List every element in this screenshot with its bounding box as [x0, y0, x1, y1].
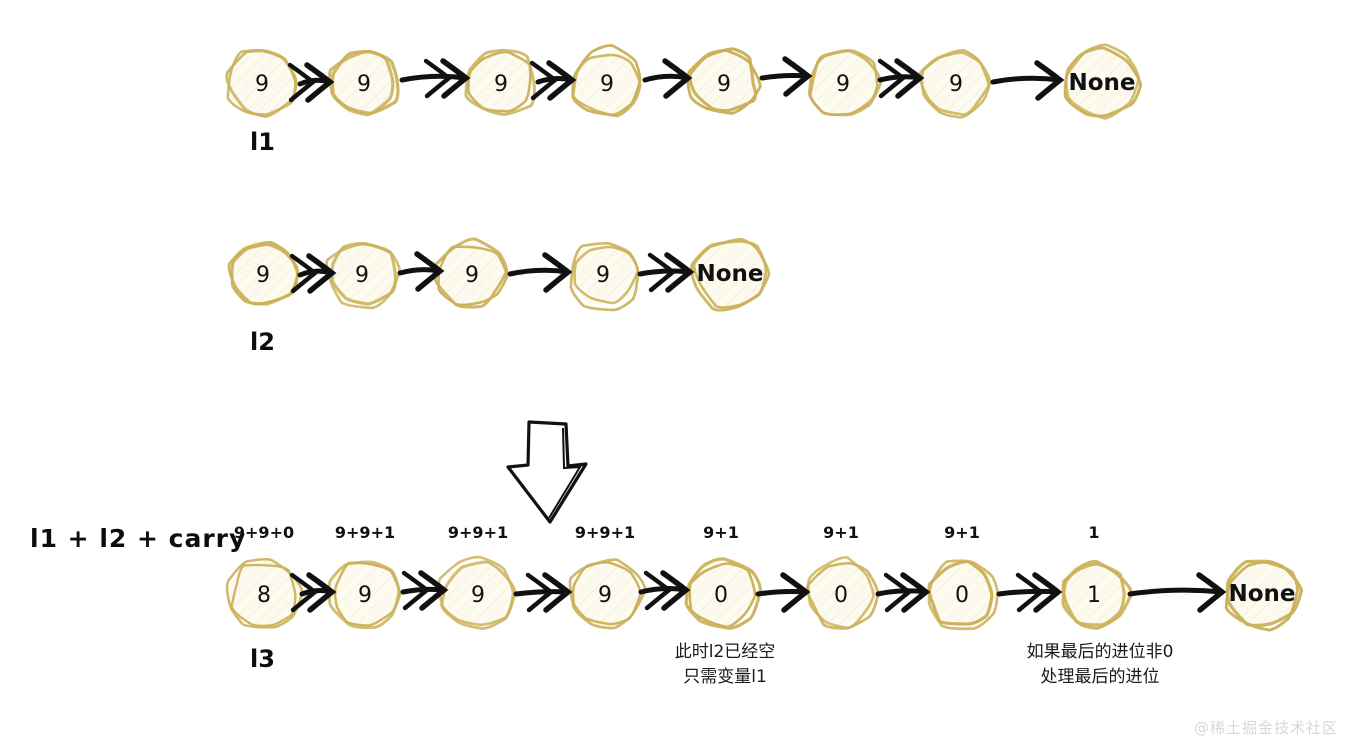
node-value: 9 — [465, 263, 479, 288]
next-pointer-arrow — [287, 62, 335, 103]
carry-expression-label: 9+9+1 — [574, 523, 636, 542]
next-pointer-arrow — [397, 251, 445, 292]
list-node: 8 — [225, 557, 304, 629]
node-value: 0 — [834, 583, 848, 608]
node-value: 9 — [358, 583, 372, 608]
note-final-carry: 如果最后的进位非0 处理最后的进位 — [1026, 642, 1174, 687]
next-pointer-arrow — [399, 58, 471, 99]
carry-expression-label: 9+1 — [703, 523, 739, 542]
node-value: 9 — [600, 72, 614, 97]
list-node: 9 — [807, 49, 883, 118]
node-value: 9 — [494, 72, 508, 97]
pointer-label-l2: l2 — [250, 328, 275, 356]
list-node: 0 — [684, 557, 763, 630]
node-value: 9 — [836, 72, 850, 97]
carry-expression-label: 9+1 — [944, 523, 980, 542]
next-pointer-arrow — [759, 56, 813, 97]
watermark: @稀土掘金技术社区 — [1193, 719, 1338, 737]
next-pointer-arrow — [507, 252, 573, 293]
list-node: 0 — [927, 558, 999, 631]
node-value: 9 — [598, 583, 612, 608]
next-pointer-arrow — [638, 570, 691, 611]
list-node: 9 — [464, 48, 536, 117]
carry-expression-label: 9+9+0 — [233, 523, 295, 542]
node-value: 9 — [596, 263, 610, 288]
list-node: 9 — [328, 49, 400, 117]
node-value: None — [696, 261, 763, 287]
node-value: None — [1068, 70, 1135, 96]
formula-label: l1 + l2 + carry — [30, 524, 247, 553]
carry-expression-label: 1 — [1088, 523, 1100, 542]
carry-expression-label: 9+9+1 — [447, 523, 509, 542]
next-pointer-arrow — [1127, 572, 1227, 613]
list-node: 9 — [918, 48, 992, 119]
next-pointer-arrow — [755, 572, 811, 613]
node-value: 8 — [257, 583, 271, 608]
next-pointer-arrow — [996, 572, 1063, 613]
node-value: None — [1228, 581, 1295, 607]
pointer-label-l3: l3 — [250, 645, 275, 673]
list-node: 9 — [437, 555, 517, 631]
list-node: 1 — [1060, 559, 1134, 630]
list-node: 9 — [571, 44, 642, 118]
list-node: 9 — [433, 237, 509, 309]
list-node: 9 — [325, 241, 401, 310]
next-pointer-arrow — [637, 252, 695, 293]
node-value: 1 — [1087, 583, 1101, 608]
next-pointer-arrow — [289, 253, 337, 294]
next-pointer-arrow — [400, 570, 449, 611]
node-value: 9 — [949, 72, 963, 97]
node-value: 9 — [256, 263, 270, 288]
list-node: 9 — [568, 558, 647, 630]
list-node: 9 — [327, 560, 402, 630]
next-pointer-arrow — [642, 58, 693, 99]
carry-expression-label: 9+9+1 — [334, 523, 396, 542]
node-value: 9 — [255, 72, 269, 97]
carry-expression-label: 9+1 — [823, 523, 859, 542]
next-pointer-arrow — [529, 60, 577, 101]
list-node-null: None — [1224, 559, 1304, 632]
next-pointer-arrow — [289, 572, 337, 613]
list-node-null: None — [690, 237, 771, 312]
note-l2-empty: 此时l2已经空 只需变量l1 — [674, 642, 776, 687]
node-value: 9 — [717, 72, 731, 97]
list-node-null: None — [1063, 43, 1143, 120]
pointer-label-l1: l1 — [250, 128, 275, 156]
node-value: 9 — [471, 583, 485, 608]
list-node: 0 — [804, 556, 880, 630]
list-node: 9 — [569, 241, 640, 312]
next-pointer-arrow — [513, 572, 573, 613]
node-value: 0 — [714, 583, 728, 608]
next-pointer-arrow — [875, 572, 931, 613]
list-node: 9 — [225, 49, 298, 119]
list-node: 9 — [227, 240, 300, 307]
next-pointer-arrow — [990, 60, 1065, 101]
node-value: 9 — [357, 72, 371, 97]
node-value: 0 — [955, 583, 969, 608]
list-node: 9 — [686, 47, 762, 115]
next-pointer-arrow — [877, 58, 925, 99]
down-arrow-icon — [506, 420, 588, 524]
node-value: 9 — [355, 263, 369, 288]
